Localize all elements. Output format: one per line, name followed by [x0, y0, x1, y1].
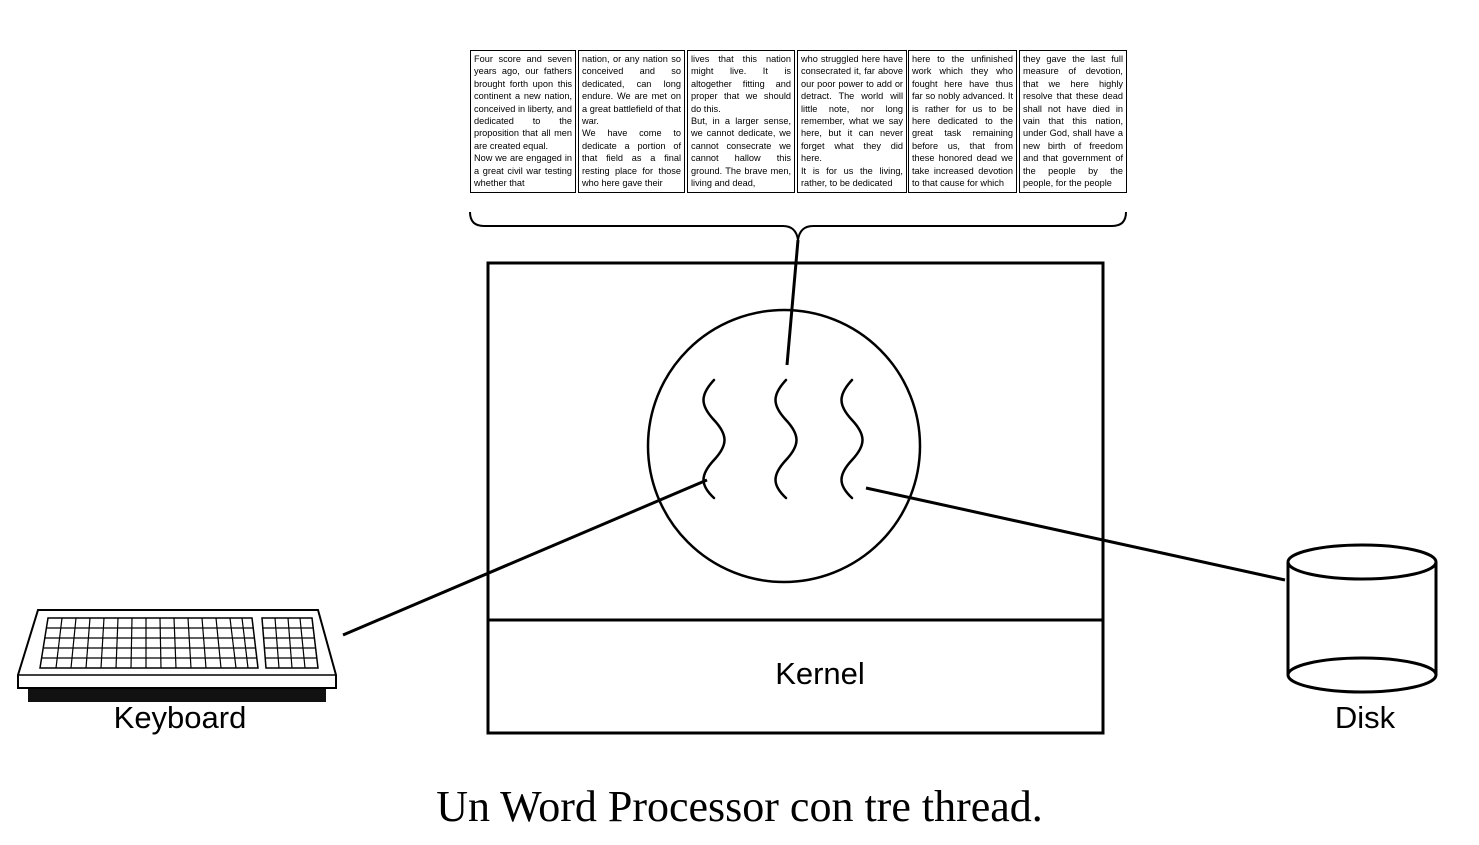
kernel-label: Kernel	[775, 656, 865, 691]
diagram-caption: Un Word Processor con tre thread.	[436, 782, 1043, 831]
document-column-5: here to the unfinished work which they w…	[908, 50, 1017, 193]
thread-2	[774, 378, 798, 500]
document-brace	[469, 211, 1127, 241]
document-column-6: they gave the last full measure of devot…	[1019, 50, 1127, 193]
disk-icon	[1286, 543, 1438, 694]
keyboard-label: Keyboard	[113, 700, 247, 735]
thread-to-disk-line	[865, 486, 1286, 582]
keyboard-icon	[17, 609, 337, 702]
document-column-2: nation, or any nation so conceived and s…	[578, 50, 685, 193]
process-circle	[646, 308, 922, 584]
document-column-1: Four score and seven years ago, our fath…	[470, 50, 576, 193]
kernel-box	[486, 618, 1105, 735]
threads	[702, 378, 864, 500]
document-column-3: lives that this nation might live. It is…	[687, 50, 795, 193]
keyboard-to-thread-line	[342, 478, 708, 637]
disk-label: Disk	[1334, 700, 1396, 735]
thread-1	[702, 378, 726, 500]
document-column-4: who struggled here have consecrated it, …	[797, 50, 907, 193]
thread-3	[840, 378, 864, 500]
document-to-thread-line	[785, 239, 800, 366]
